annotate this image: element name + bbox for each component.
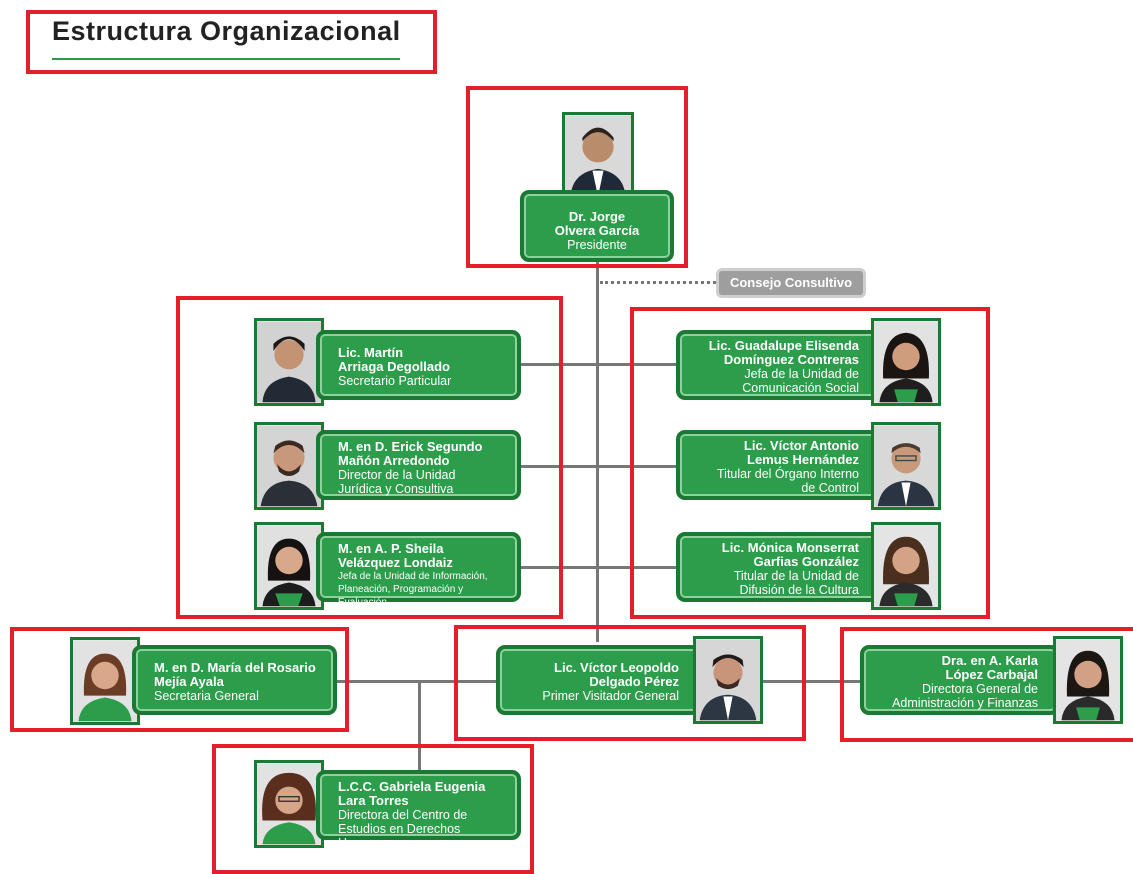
bottom-left-photo — [70, 637, 140, 725]
bottom-right-card: Dra. en A. Karla López Carbajal Director… — [860, 645, 1060, 715]
bottom-center-card: Lic. Víctor Leopoldo Delgado Pérez Prime… — [496, 645, 701, 715]
row2-connector — [520, 465, 680, 468]
left-photo-2 — [254, 422, 324, 510]
president-role: Presidente — [567, 238, 627, 252]
page-title: Estructura Organizacional — [52, 16, 401, 46]
row3-connector — [520, 566, 680, 569]
highlight-left-group — [176, 296, 563, 619]
subordinate-name: L.C.C. Gabriela Eugenia Lara Torres — [338, 779, 486, 808]
left-role-1: Secretario Particular — [338, 374, 452, 388]
right-photo-3 — [871, 522, 941, 610]
subordinate-card: L.C.C. Gabriela Eugenia Lara Torres Dire… — [316, 770, 521, 850]
left-role-3: Jefa de la Unidad de Información, Planea… — [338, 571, 488, 608]
subordinate-photo — [254, 760, 324, 848]
right-role-2: Titular del Órgano Interno de Control — [717, 467, 859, 495]
bottom-left-role: Secretaria General — [154, 689, 259, 703]
right-role-3: Titular de la Unidad de Difusión de la C… — [733, 569, 859, 597]
highlight-bottom-right — [840, 627, 1133, 742]
bottom-center-name: Lic. Víctor Leopoldo Delgado Pérez — [554, 660, 679, 689]
highlight-bottom-left — [10, 627, 349, 732]
left-name-3: M. en A. P. Sheila Velázquez Londaiz — [338, 541, 453, 570]
president-photo — [562, 112, 634, 200]
right-photo-2 — [871, 422, 941, 510]
consejo-consultivo-box: Consejo Consultivo — [716, 268, 866, 298]
right-card-2: Lic. Víctor Antonio Lemus Hernández Titu… — [676, 430, 881, 500]
bottom-right-role: Directora General de Administración y Fi… — [892, 682, 1038, 710]
bottom-left-connector — [333, 680, 501, 683]
left-name-1: Lic. Martín Arriaga Degollado — [338, 345, 450, 374]
bottom-right-photo — [1053, 636, 1123, 724]
highlight-subordinate — [212, 744, 534, 874]
subordinate-connector — [418, 680, 421, 790]
highlight-president — [466, 86, 688, 268]
bottom-right-name: Dra. en A. Karla López Carbajal — [941, 653, 1038, 682]
right-name-3: Lic. Mónica Monserrat Garfias González — [721, 540, 859, 569]
right-card-1: Lic. Guadalupe Elisenda Domínguez Contre… — [676, 330, 881, 400]
president-card: Dr. Jorge Olvera García Presidente — [520, 190, 674, 262]
title-underline — [52, 58, 400, 60]
highlight-title — [26, 10, 437, 74]
right-card-3: Lic. Mónica Monserrat Garfias González T… — [676, 532, 881, 602]
bottom-left-card: M. en D. María del Rosario Mejía Ayala S… — [132, 645, 337, 715]
right-name-2: Lic. Víctor Antonio Lemus Hernández — [743, 438, 859, 467]
bottom-left-name: M. en D. María del Rosario Mejía Ayala — [154, 660, 316, 689]
bottom-center-photo — [693, 636, 763, 724]
left-role-2: Director de la Unidad Jurídica y Consult… — [338, 468, 456, 496]
highlight-bottom-center — [454, 625, 806, 741]
bottom-right-connector — [693, 680, 863, 683]
subordinate-role: Directora del Centro de Estudios en Dere… — [338, 808, 468, 850]
left-card-2: M. en D. Erick Segundo Mañón Arredondo D… — [316, 430, 521, 500]
left-photo-1 — [254, 318, 324, 406]
left-name-2: M. en D. Erick Segundo Mañón Arredondo — [338, 439, 483, 468]
president-name: Dr. Jorge Olvera García — [554, 209, 640, 238]
row1-connector — [520, 363, 680, 366]
main-trunk-connector — [596, 262, 599, 642]
left-card-3: M. en A. P. Sheila Velázquez Londaiz Jef… — [316, 532, 521, 608]
bottom-center-role: Primer Visitador General — [542, 689, 679, 703]
consejo-connector — [600, 281, 716, 284]
highlight-right-group — [630, 307, 990, 619]
right-name-1: Lic. Guadalupe Elisenda Domínguez Contre… — [708, 338, 859, 367]
right-role-1: Jefa de la Unidad de Comunicación Social — [742, 367, 859, 395]
right-photo-1 — [871, 318, 941, 406]
left-card-1: Lic. Martín Arriaga Degollado Secretario… — [316, 330, 521, 400]
